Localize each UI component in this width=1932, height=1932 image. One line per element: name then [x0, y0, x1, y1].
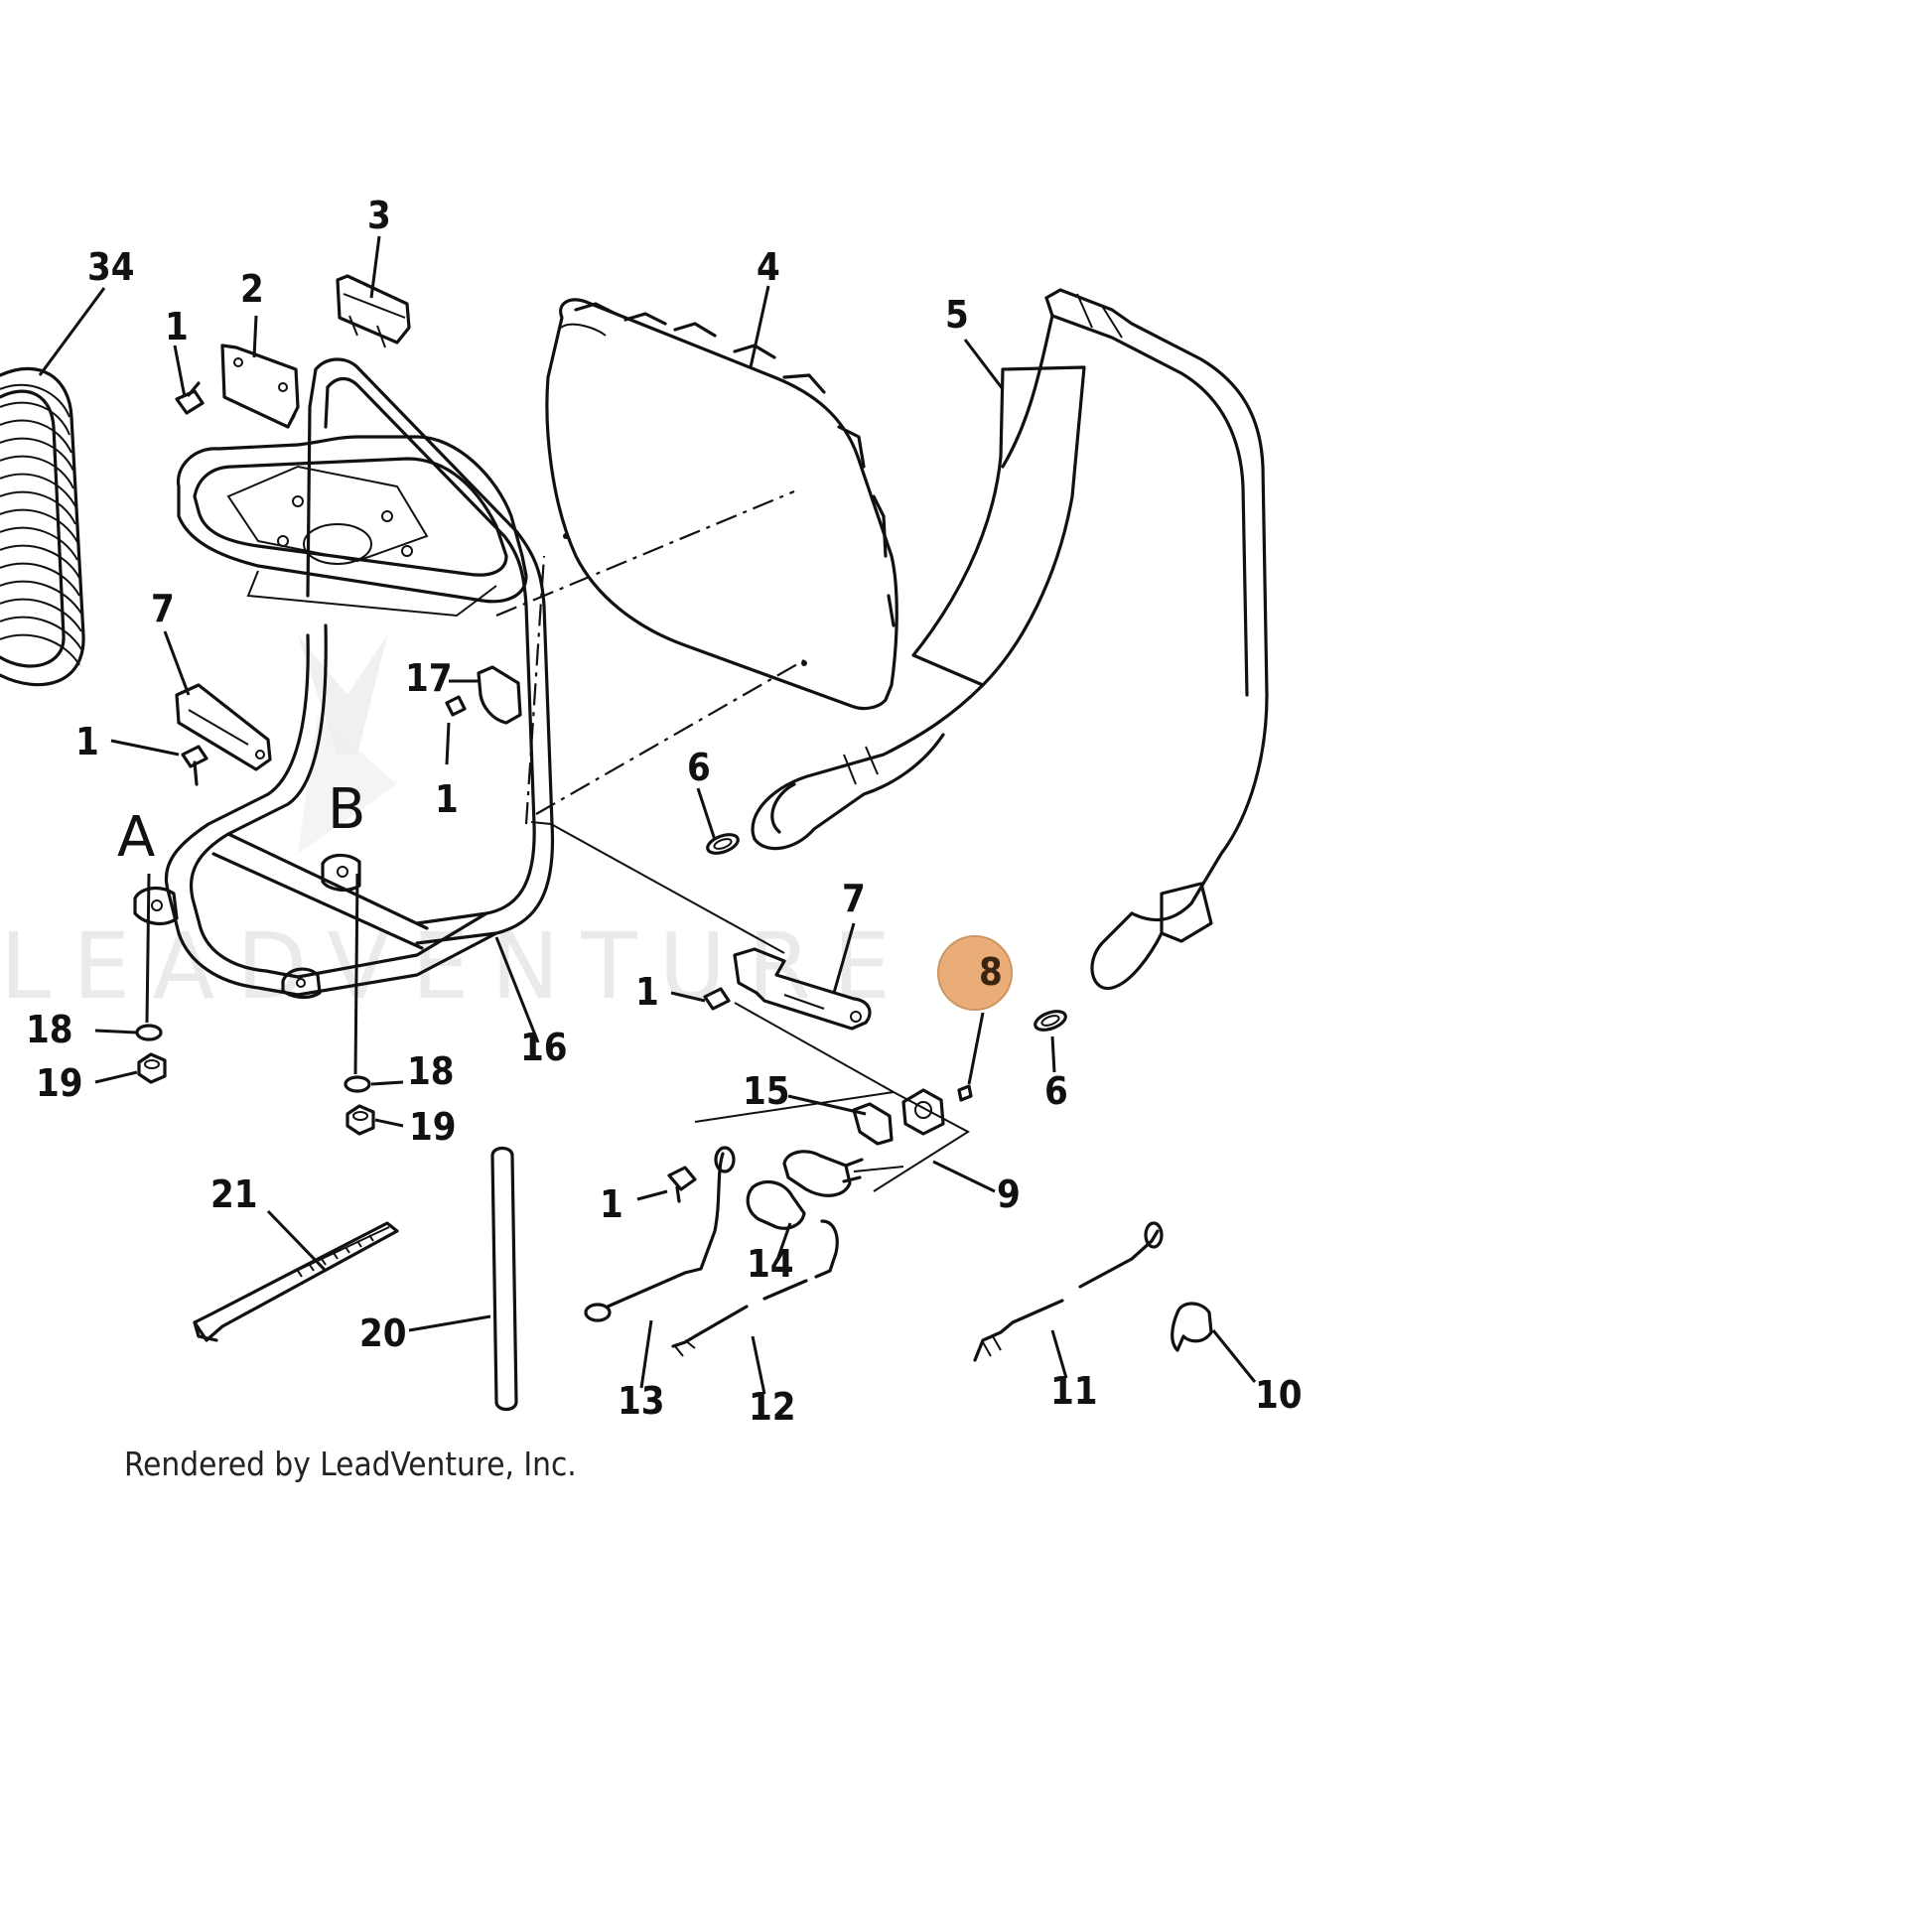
callout-34[interactable]: 34 — [87, 245, 135, 289]
bolt-part-1-left — [181, 745, 208, 786]
callout-4[interactable]: 4 — [757, 245, 780, 289]
cable-part-12 — [671, 1219, 839, 1357]
callout-7-right[interactable]: 7 — [842, 877, 866, 920]
boot-part-14 — [746, 1179, 806, 1230]
bolt-part-1-top — [175, 381, 205, 415]
bracket-part-15 — [852, 1102, 894, 1146]
render-credit: Rendered by LeadVenture, Inc. — [124, 1445, 577, 1483]
callout-1-low[interactable]: 1 — [600, 1182, 623, 1226]
callout-9[interactable]: 9 — [997, 1173, 1021, 1216]
callout-1-top[interactable]: 1 — [165, 305, 189, 348]
callout-11[interactable]: 11 — [1050, 1369, 1098, 1413]
callout-2[interactable]: 2 — [240, 267, 264, 311]
callout-6-left[interactable]: 6 — [687, 746, 711, 789]
callout-19-right[interactable]: 19 — [409, 1105, 457, 1149]
callout-20[interactable]: 20 — [359, 1311, 407, 1355]
shoulder-strap-part-5 — [751, 288, 1269, 991]
callout-A[interactable]: A — [117, 805, 155, 870]
callout-B[interactable]: B — [328, 777, 365, 842]
bolt-part-1-low — [667, 1166, 697, 1203]
cable-part-13 — [584, 1146, 736, 1322]
callout-5[interactable]: 5 — [945, 293, 969, 337]
clip-part-6-right — [1034, 1010, 1067, 1032]
callout-3[interactable]: 3 — [367, 194, 391, 237]
switch-part — [782, 1150, 864, 1197]
callout-12[interactable]: 12 — [749, 1385, 796, 1429]
backpack-frame-part — [133, 357, 555, 1000]
callout-7-left[interactable]: 7 — [151, 587, 175, 630]
cable-part-11 — [973, 1221, 1164, 1362]
callout-1-left[interactable]: 1 — [75, 720, 99, 763]
bracket-part-7-left — [175, 683, 272, 771]
nut-part-19-right — [345, 1104, 375, 1136]
callout-highlight-circle[interactable] — [937, 935, 1013, 1011]
callout-21[interactable]: 21 — [210, 1173, 258, 1216]
clip-part-17 — [445, 665, 522, 725]
clip-part-6-left — [706, 833, 740, 855]
washer-part-18-left — [135, 1024, 163, 1041]
callout-6-right[interactable]: 6 — [1044, 1069, 1068, 1113]
callout-1-mid[interactable]: 1 — [435, 777, 459, 821]
callout-10[interactable]: 10 — [1255, 1373, 1303, 1417]
callout-19-left[interactable]: 19 — [36, 1061, 83, 1105]
callout-17[interactable]: 17 — [405, 656, 453, 700]
bracket-part-2 — [220, 344, 300, 429]
callout-15[interactable]: 15 — [743, 1069, 790, 1113]
bracket-part-7-right — [733, 947, 872, 1031]
assembly-lines — [495, 489, 970, 1192]
clip-part-3 — [336, 274, 411, 348]
nut-part-19-left — [137, 1052, 167, 1084]
coiled-hose-part — [0, 366, 85, 687]
callout-1-right[interactable]: 1 — [635, 970, 659, 1014]
rod-part-20 — [490, 1146, 518, 1412]
callout-16[interactable]: 16 — [520, 1026, 568, 1069]
callout-14[interactable]: 14 — [747, 1242, 794, 1286]
callout-13[interactable]: 13 — [618, 1379, 665, 1423]
washer-part-18-right — [344, 1075, 371, 1093]
nut-part-9 — [901, 1088, 945, 1136]
leader-lines — [38, 235, 1257, 1395]
callout-labels: 34 2 3 4 5 1 7 1 17 1 A B 6 7 8 6 1 18 1… — [26, 194, 1303, 1429]
bolt-part-1-right — [703, 987, 731, 1011]
callout-18-right[interactable]: 18 — [407, 1049, 455, 1093]
callout-18-left[interactable]: 18 — [26, 1008, 73, 1051]
clamp-part-10 — [1171, 1302, 1213, 1352]
callout-8[interactable]: 8 — [979, 950, 1003, 994]
back-panel-part-4 — [545, 298, 898, 711]
key-part-8 — [957, 1084, 973, 1102]
strap-part-21 — [193, 1221, 399, 1342]
